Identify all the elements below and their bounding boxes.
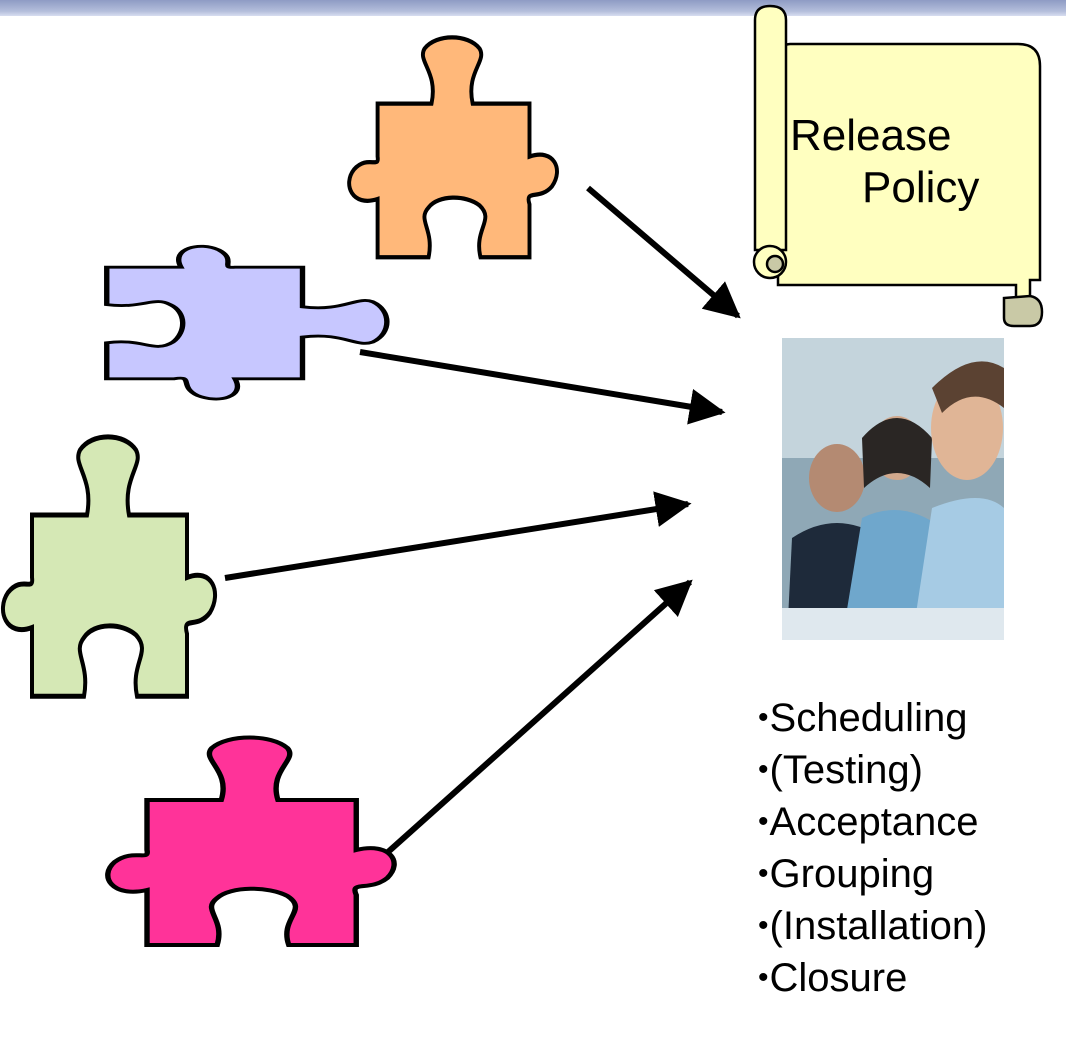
step-label: Grouping [769,852,935,896]
step-item: •(Installation) [758,904,988,948]
step-label: Closure [769,956,908,1000]
step-item: •Closure [758,956,908,1000]
step-item: •(Testing) [758,748,923,792]
step-label: (Installation) [769,904,988,948]
scroll-title-line2: Policy [862,163,980,212]
team-photo [782,338,1004,640]
arrow-magenta [386,579,693,855]
puzzle-piece-magenta [108,738,394,946]
scroll-title: Release Policy [790,110,1010,214]
puzzle-piece-green [3,437,215,696]
arrow-green [224,491,692,581]
process-step-list: •Scheduling •(Testing) •Acceptance •Grou… [758,692,1063,1004]
step-item: •Acceptance [758,800,979,844]
team-photo-figures [782,338,1004,640]
arrow-orange [586,185,741,319]
puzzle-piece-orange [349,37,557,257]
step-label: (Testing) [769,748,923,792]
step-label: Acceptance [769,800,979,844]
puzzle-piece-lavender [107,246,387,399]
step-item: •Grouping [758,852,935,896]
header-band [0,0,1066,16]
arrow-lavender [359,349,726,425]
step-label: Scheduling [769,696,968,740]
scroll-icon [752,4,1044,328]
scroll-title-line1: Release [790,111,952,160]
step-item: •Scheduling [758,696,968,740]
